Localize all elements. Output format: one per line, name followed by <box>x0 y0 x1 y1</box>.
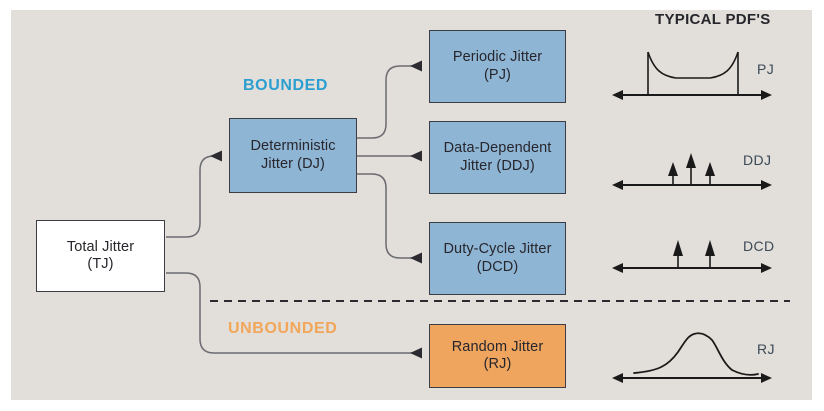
pdf-label-pj: PJ <box>757 61 775 77</box>
pdf-column-header: TYPICAL PDF'S <box>655 11 771 28</box>
node-data-dependent-jitter[interactable]: Data-Dependent Jitter (DDJ) <box>429 121 566 194</box>
node-deterministic-jitter-line2: Jitter (DJ) <box>261 155 325 172</box>
node-duty-cycle-jitter-line1: Duty-Cycle Jitter <box>443 241 552 258</box>
node-total-jitter-line2: (TJ) <box>87 256 114 272</box>
node-deterministic-jitter-line1: Deterministic <box>250 138 336 155</box>
node-total-jitter[interactable]: Total Jitter (TJ) <box>36 220 165 292</box>
group-label-unbounded: UNBOUNDED <box>228 320 338 337</box>
node-duty-cycle-jitter-line2: (DCD) <box>476 258 519 275</box>
diagram-panel <box>11 10 812 400</box>
node-periodic-jitter-line2: (PJ) <box>484 66 511 83</box>
node-duty-cycle-jitter[interactable]: Duty-Cycle Jitter (DCD) <box>429 222 566 295</box>
node-random-jitter-line2: (RJ) <box>483 356 512 372</box>
pdf-label-ddj: DDJ <box>743 152 772 168</box>
node-periodic-jitter[interactable]: Periodic Jitter (PJ) <box>429 30 566 103</box>
node-random-jitter[interactable]: Random Jitter (RJ) <box>429 324 566 388</box>
node-random-jitter-line1: Random Jitter <box>451 338 544 355</box>
node-periodic-jitter-line1: Periodic Jitter <box>452 49 543 66</box>
pdf-label-dcd: DCD <box>743 238 775 254</box>
group-label-bounded: BOUNDED <box>243 77 329 94</box>
node-deterministic-jitter[interactable]: Deterministic Jitter (DJ) <box>229 118 357 193</box>
node-data-dependent-jitter-line1: Data-Dependent <box>443 140 552 157</box>
node-total-jitter-line1: Total Jitter <box>66 238 135 255</box>
node-data-dependent-jitter-line2: Jitter (DDJ) <box>460 157 535 174</box>
pdf-label-rj: RJ <box>757 341 775 357</box>
